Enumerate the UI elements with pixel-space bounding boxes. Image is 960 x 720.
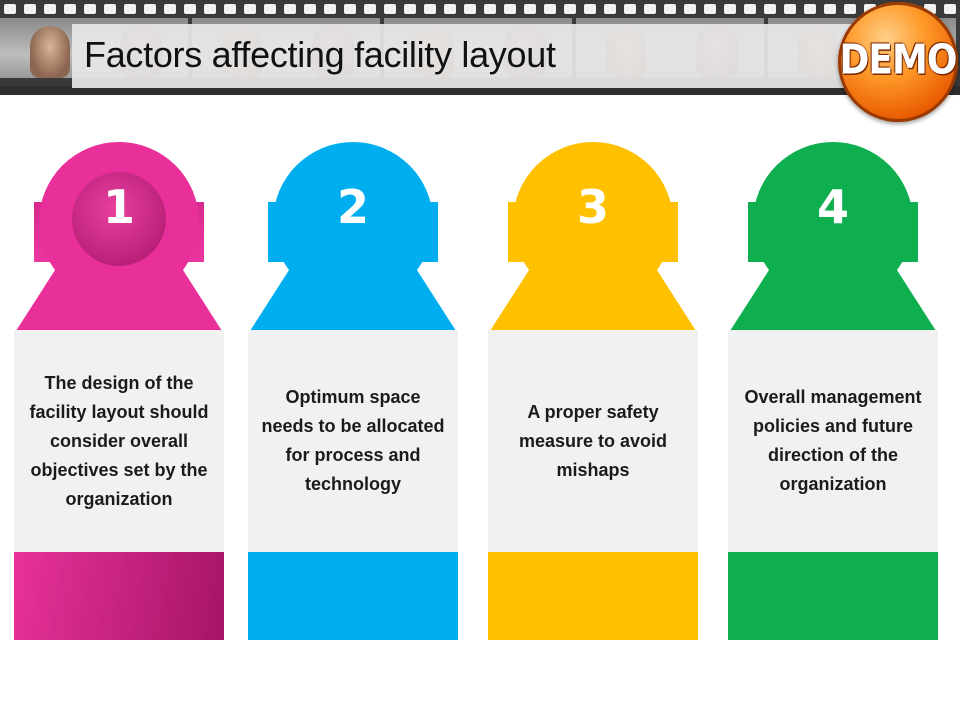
- factor-text: Overall management policies and future d…: [744, 387, 922, 494]
- card-dome: [753, 142, 913, 302]
- card-foot: [728, 552, 938, 640]
- factor-card-3: 3 A proper safety measure to avoid misha…: [488, 142, 698, 642]
- factor-text: Optimum space needs to be allocated for …: [261, 387, 445, 494]
- card-foot: [248, 552, 458, 640]
- factor-number: 2: [336, 180, 369, 234]
- factor-text: The design of the facility layout should…: [29, 372, 209, 509]
- factor-card-1: 1 The design of the facility layout shou…: [14, 142, 224, 642]
- demo-badge-label: DEMO: [839, 36, 958, 85]
- factor-number: 4: [816, 180, 849, 234]
- page-title: Factors affecting facility layout: [84, 34, 556, 75]
- card-foot: [488, 552, 698, 640]
- factor-text: A proper safety measure to avoid mishaps: [518, 401, 668, 480]
- card-body: [14, 330, 224, 552]
- film-bottom-edge: [0, 86, 960, 95]
- card-body: [728, 330, 938, 552]
- card-foot: [14, 552, 224, 640]
- title-band: [72, 24, 872, 88]
- card-body: [248, 330, 458, 552]
- card-dome: [273, 142, 433, 302]
- factor-card-4: 4 Overall management policies and future…: [728, 142, 938, 642]
- factor-number: 3: [576, 180, 609, 234]
- card-body: [488, 330, 698, 552]
- factor-number: 1: [102, 180, 135, 234]
- factor-card-2: 2 Optimum space needs to be allocated fo…: [248, 142, 458, 642]
- number-circle: [72, 172, 166, 266]
- film-perforations: [0, 4, 960, 16]
- card-dome: [513, 142, 673, 302]
- demo-badge: DEMO: [838, 2, 958, 122]
